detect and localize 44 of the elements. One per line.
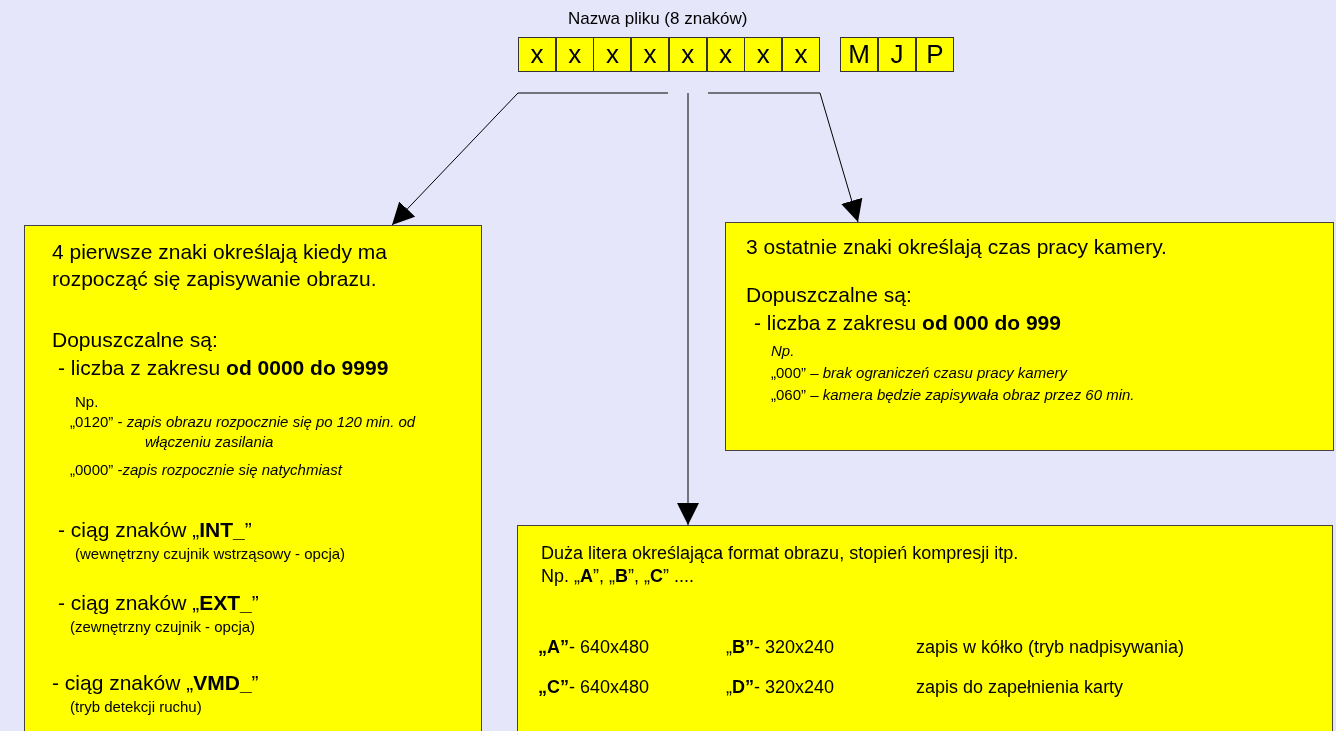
description-box xyxy=(517,525,1333,731)
arrow xyxy=(677,92,699,526)
arrow xyxy=(707,92,863,223)
arrow xyxy=(391,92,669,226)
note-text: (zewnętrzny czujnik - opcja) xyxy=(70,617,256,637)
character-cell: M xyxy=(840,37,878,72)
description-text: - ciąg znaków „INT_” xyxy=(58,517,252,543)
title-text: Nazwa pliku (8 znaków) xyxy=(568,9,748,29)
character-cell: x xyxy=(593,37,632,72)
description-text: - liczba z zakresu od 000 do 999 xyxy=(754,310,1061,336)
example-text: „0120” - zapis obrazu rozpocznie się po 120 min. od włączeniu zasilania xyxy=(70,412,417,451)
table-text: zapis w kółko (tryb nadpisywania) xyxy=(916,636,1185,659)
table-text: „A”- 640x480 xyxy=(538,636,650,659)
note-text: (wewnętrzny czujnik wstrząsowy - opcja) xyxy=(75,544,346,564)
character-cell: x xyxy=(781,37,820,72)
example-text: „060” – kamera będzie zapisywała obraz przez 60 min. xyxy=(771,385,1135,405)
character-cell: x xyxy=(706,37,745,72)
description-text: Dopuszczalne są: xyxy=(52,327,218,353)
character-cell: x xyxy=(555,37,594,72)
example-text: Np. xyxy=(75,392,99,412)
character-cell: x xyxy=(744,37,783,72)
table-text: „D”- 320x240 xyxy=(726,676,835,699)
example-text: „000” – brak ograniczeń czasu pracy kamery xyxy=(771,363,1067,383)
description-text: - ciąg znaków „EXT_” xyxy=(58,590,259,616)
description-text: 4 pierwsze znaki określają kiedy ma rozpocząć się zapisywanie obrazu. xyxy=(52,239,388,293)
description-text: - liczba z zakresu od 0000 do 9999 xyxy=(58,355,389,381)
description-text: - ciąg znaków „VMD_” xyxy=(52,670,259,696)
character-cell: x xyxy=(631,37,670,72)
description-box xyxy=(24,225,482,731)
example-text: Np. xyxy=(771,341,795,361)
example-text: „0000” -zapis rozpocznie się natychmiast xyxy=(70,460,342,480)
table-text: „C”- 640x480 xyxy=(538,676,650,699)
table-text: zapis do zapełnienia karty xyxy=(916,676,1124,699)
table-text: „B”- 320x240 xyxy=(726,636,835,659)
description-text: Dopuszczalne są: xyxy=(746,282,912,308)
character-cell: P xyxy=(916,37,954,72)
character-cell: x xyxy=(518,37,556,72)
character-cell: J xyxy=(878,37,916,72)
description-text: 3 ostatnie znaki określają czas pracy kamery. xyxy=(746,234,1167,260)
description-text: Np. „A”, „B”, „C” .... xyxy=(541,565,694,588)
character-cell: x xyxy=(668,37,707,72)
note-text: (tryb detekcji ruchu) xyxy=(70,697,202,717)
description-text: Duża litera określająca format obrazu, stopień kompresji itp. xyxy=(541,542,1019,565)
description-box xyxy=(725,222,1334,451)
